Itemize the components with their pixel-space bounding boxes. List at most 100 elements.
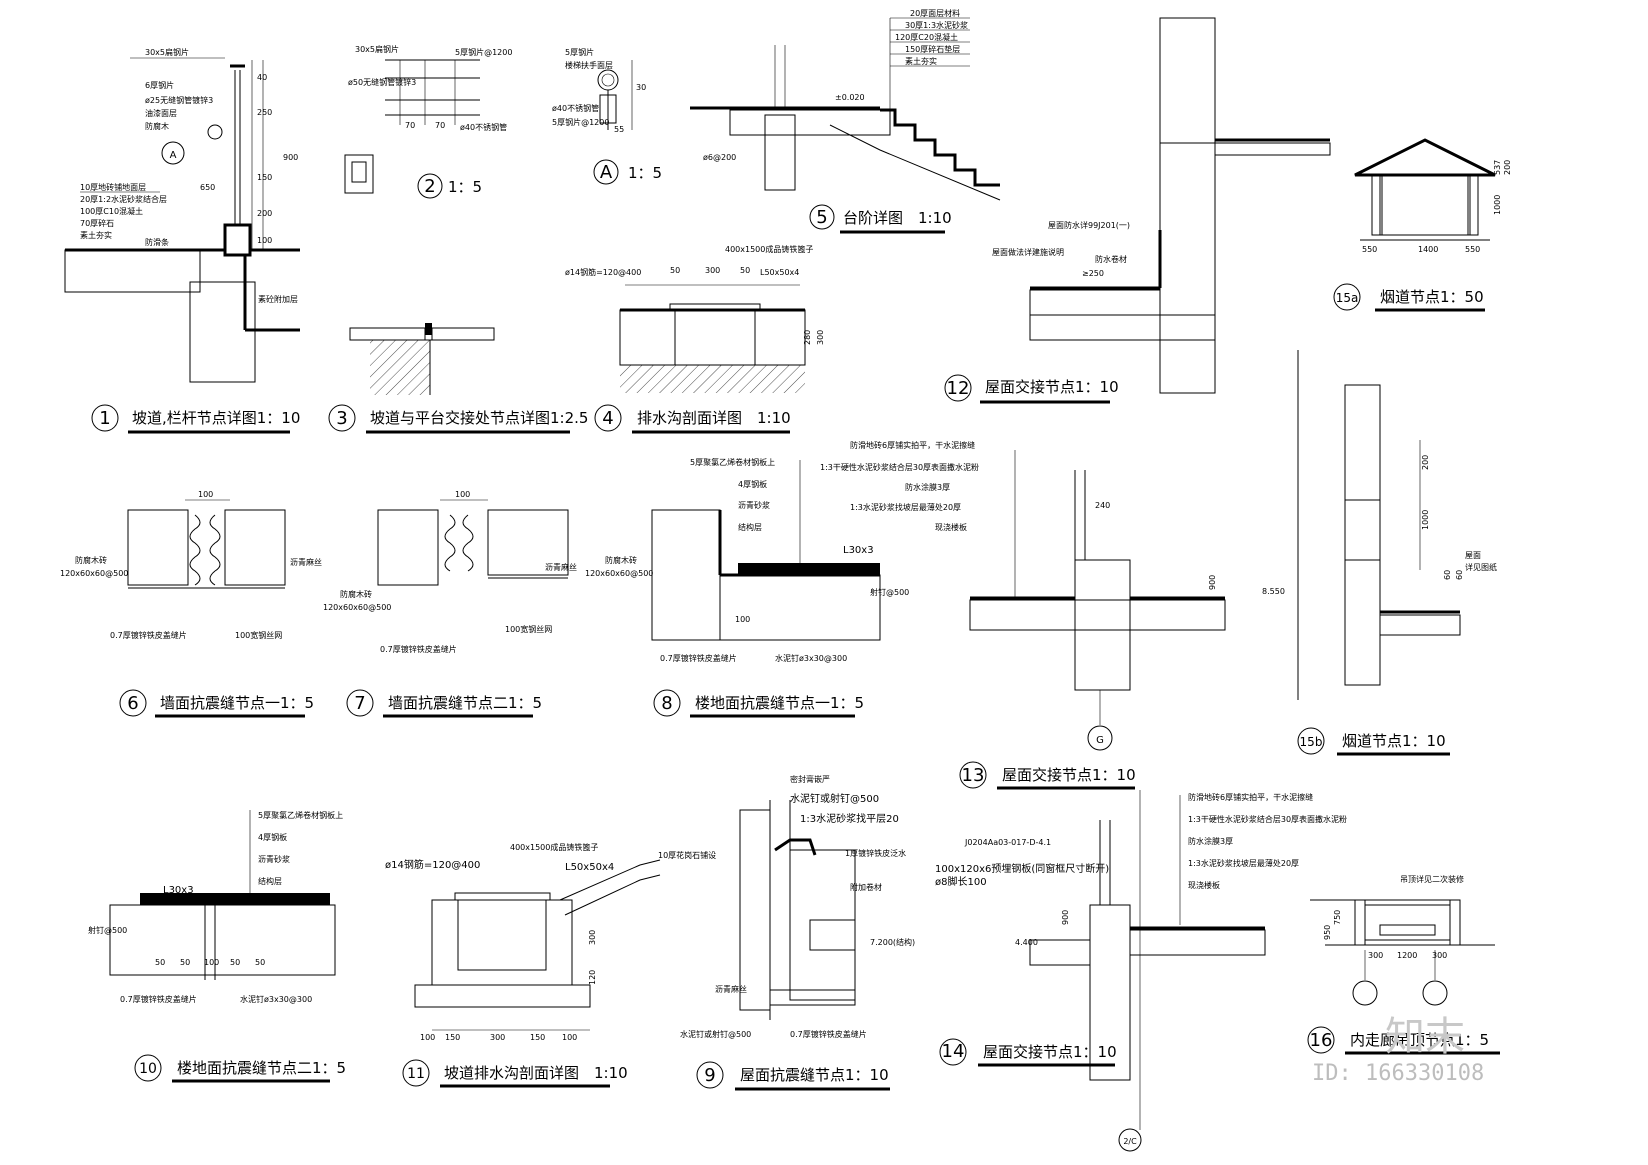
detail-scale: 1：5 <box>448 178 482 196</box>
label: 密封膏嵌严 <box>790 774 830 784</box>
label: 5厚钢片@1200 <box>552 117 609 127</box>
label: 1:3干硬性水泥砂浆结合层30厚表面撒水泥粉 <box>1188 814 1347 824</box>
label: 水泥钉ø3x30@300 <box>775 653 847 663</box>
detail-number: 4 <box>602 408 613 429</box>
watermark: 知末 ID: 166330108 <box>1312 1014 1484 1086</box>
detail-number: 7 <box>354 693 365 714</box>
label: 0.7厚镀锌铁皮盖缝片 <box>380 644 457 654</box>
dim: 150 <box>530 1033 545 1042</box>
dim: 50 <box>670 266 680 275</box>
label: 屋面 <box>1465 551 1481 560</box>
dim: 100 <box>735 615 750 624</box>
detail-number: 3 <box>336 408 347 429</box>
detail-title: 楼地面抗震缝节点二1：5 <box>177 1059 346 1077</box>
slab <box>64 249 201 293</box>
label: 5厚聚氯乙烯卷材钢板上 <box>258 810 343 820</box>
label: 素土夯实 <box>80 230 112 240</box>
dim: 300 <box>1432 951 1447 960</box>
label: ±0.020 <box>835 93 865 102</box>
label: 5厚钢片 <box>565 47 594 57</box>
callout-a-circle <box>161 141 185 165</box>
detail-number: 15a <box>1336 291 1359 305</box>
detail-title: 屋面交接节点1：10 <box>983 1043 1117 1061</box>
detail-15b-flue: 200 1000 60 60 屋面 详见图纸 15b 烟道节点1：10 <box>1297 350 1497 756</box>
detail-title: 坡道与平台交接处节点详图1:2.5 <box>370 409 588 427</box>
dim: 100 <box>455 490 470 499</box>
label: 沥青砂浆 <box>738 500 770 510</box>
label: 素砼附加层 <box>258 294 298 304</box>
label: J0204Aa03-017-D-4.1 <box>964 838 1051 847</box>
label: L50x50x4 <box>565 862 614 873</box>
dim: 900 <box>1061 910 1070 925</box>
detail-number: 8 <box>661 693 672 714</box>
detail-3-title: 3 坡道与平台交接处节点详图1:2.5 <box>328 404 588 434</box>
label: ø6@200 <box>703 153 736 162</box>
label: 附加卷材 <box>850 882 882 892</box>
label: 4厚钢板 <box>258 832 287 842</box>
detail-number: 9 <box>704 1065 715 1086</box>
label: 水泥钉或射钉@500 <box>680 1029 751 1039</box>
label: 1:3水泥砂浆找平层20 <box>800 812 899 825</box>
dim: 50 <box>740 266 750 275</box>
label: 现浇楼板 <box>1188 880 1220 890</box>
label: 1:3水泥砂浆找坡层最薄处20厚 <box>850 502 961 512</box>
label: 0.7厚镀锌铁皮盖缝片 <box>790 1029 867 1039</box>
label: ø8脚长100 <box>935 875 987 888</box>
detail-title: 屋面交接节点1：10 <box>1002 766 1136 784</box>
label: 沥青麻丝 <box>290 557 322 567</box>
label: 400x1500成品铸铁篦子 <box>725 244 813 254</box>
dim: 280 <box>803 330 812 345</box>
label: 沥青麻丝 <box>715 984 747 994</box>
label: 沥青麻丝 <box>545 562 577 572</box>
detail-number: 12 <box>947 378 970 399</box>
label: ø25无缝钢管镀锌3 <box>145 95 213 105</box>
dim: 250 <box>257 108 272 117</box>
label: 防滑条 <box>145 237 169 247</box>
detail-title: 墙面抗震缝节点二1：5 <box>388 694 542 712</box>
label: 素土夯实 <box>905 56 937 66</box>
label: 5厚聚氯乙烯卷材钢板上 <box>690 457 775 467</box>
detail-1-title: 1 坡道,栏杆节点详图1：10 <box>91 404 300 434</box>
dim: 50 <box>230 958 240 967</box>
label: 油漆面层 <box>145 108 177 118</box>
detail-number: 6 <box>127 693 138 714</box>
detail-13-roof-junction: G 防滑地砖6厚铺实拍平，干水泥擦缝 1:3干硬性水泥砂浆结合层30厚表面撒水泥… <box>820 440 1285 790</box>
watermark-brand: 知末 <box>1385 1014 1465 1060</box>
dim: 300 <box>1368 951 1383 960</box>
label: 防腐木砖 <box>605 555 637 565</box>
label: 0.7厚镀锌铁皮盖缝片 <box>660 653 737 663</box>
detail-number: A <box>600 162 613 183</box>
dim: 550 <box>1362 245 1377 254</box>
label: 防滑地砖6厚铺实拍平，干水泥擦缝 <box>850 440 975 450</box>
detail-title: 烟道节点1：50 <box>1380 288 1484 306</box>
detail-12-roof-junction: 屋面防水详99J201(一) 防水卷材 屋面做法详建施说明 ≥250 12 屋面… <box>944 17 1331 404</box>
dim: 300 <box>588 930 597 945</box>
detail-title: 台阶详图 1:10 <box>843 209 952 227</box>
label: L50x50x4 <box>760 268 799 277</box>
detail-title: 楼地面抗震缝节点一1：5 <box>695 694 864 712</box>
watermark-id: ID: 166330108 <box>1312 1061 1484 1086</box>
label: 30厚1:3水泥砂浆 <box>905 20 968 30</box>
label: 10厚地砖铺地面层 <box>80 182 146 192</box>
dim: 100 <box>257 236 272 245</box>
dim: 100 <box>198 490 213 499</box>
dim: 100 <box>562 1033 577 1042</box>
detail-15a-flue: 550 1400 550 537 200 1000 15a 烟道节点1：50 <box>1333 138 1512 312</box>
label: 120厚C20混凝土 <box>895 32 958 42</box>
dim: 150 <box>445 1033 460 1042</box>
label: 10厚花岗石铺设 <box>658 850 716 860</box>
detail-title: 排水沟剖面详图 1:10 <box>637 409 791 427</box>
detail-scale: 1：5 <box>628 164 662 182</box>
detail-1-ramp-railing: A 30x5扁钢片 6厚钢片 ø25无缝钢管镀锌3 油漆面层 防腐木 10厚地砖… <box>64 47 300 383</box>
detail-number: 2 <box>424 176 435 197</box>
detail-number: 11 <box>407 1066 425 1082</box>
detail-number: 1 <box>99 408 110 429</box>
dim: 40 <box>257 73 267 82</box>
label: L30x3 <box>163 885 194 896</box>
label: ≥250 <box>1082 269 1104 278</box>
detail-6-wall-joint: 100 防腐木砖 120x60x60@500 沥青麻丝 0.7厚镀锌铁皮盖缝片 … <box>60 490 322 718</box>
detail-title: 坡道,栏杆节点详图1：10 <box>132 409 300 427</box>
detail-title: 屋面抗震缝节点1：10 <box>740 1066 889 1084</box>
detail-7-wall-joint: 100 防腐木砖 120x60x60@500 沥青麻丝 0.7厚镀锌铁皮盖缝片 … <box>323 490 577 718</box>
label: 沥青砂浆 <box>258 854 290 864</box>
